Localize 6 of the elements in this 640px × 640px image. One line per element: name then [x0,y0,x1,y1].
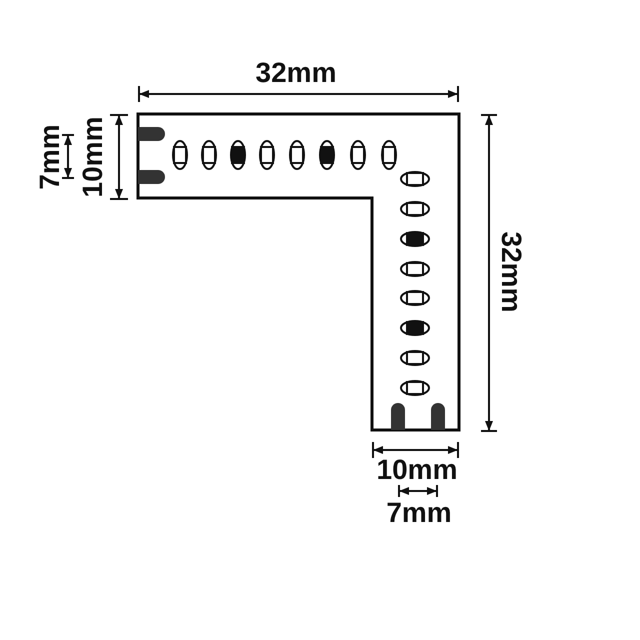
dimension-label: 7mm [36,124,64,190]
dimension-label: 10mm [79,116,107,198]
dimension-label: 32mm [497,232,525,312]
dimension-label: 7mm [386,499,452,527]
dimension-label: 32mm [256,59,336,87]
dimension-label: 10mm [376,456,458,484]
